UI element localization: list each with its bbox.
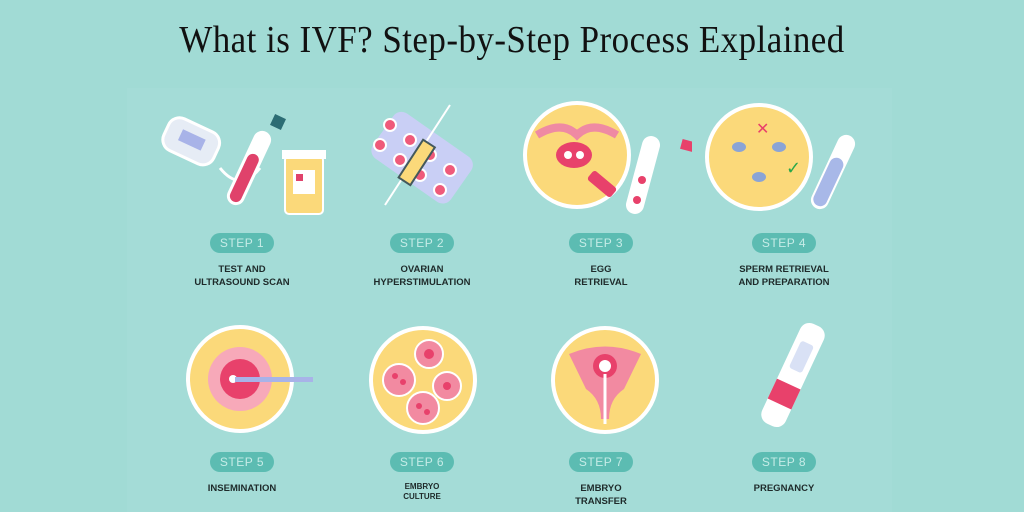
page-title: What is IVF? Step-by-Step Process Explai… [179, 19, 845, 61]
svg-text:✕: ✕ [756, 119, 769, 138]
svg-text:✓: ✓ [786, 158, 801, 179]
step-label: PREGNANCY [753, 483, 815, 494]
step-5: STEP 5 INSEMINATION [152, 452, 332, 495]
embryo-culture-icon [369, 326, 477, 434]
sperm-icon: ✕ ✓ [705, 103, 856, 211]
step-badge: STEP 5 [209, 452, 275, 472]
step-badge: STEP 7 [568, 452, 634, 472]
step-badge: STEP 1 [209, 233, 275, 253]
step-badge: STEP 8 [751, 452, 817, 472]
step-badge: STEP 3 [568, 233, 634, 253]
step-badge: STEP 2 [389, 233, 455, 253]
uterus-icon [551, 326, 659, 434]
step-8: STEP 8 PREGNANCY [694, 452, 874, 495]
egg-retrieval-icon [523, 101, 692, 214]
pregnancy-test-icon [761, 322, 825, 428]
ultrasound-and-test-tubes-icon [161, 114, 326, 215]
step-label: INSEMINATION [207, 483, 277, 494]
syringe-and-pills-icon [371, 104, 473, 206]
step-badge: STEP 4 [751, 233, 817, 253]
step-badge: STEP 6 [389, 452, 455, 472]
insemination-icon [186, 325, 313, 433]
